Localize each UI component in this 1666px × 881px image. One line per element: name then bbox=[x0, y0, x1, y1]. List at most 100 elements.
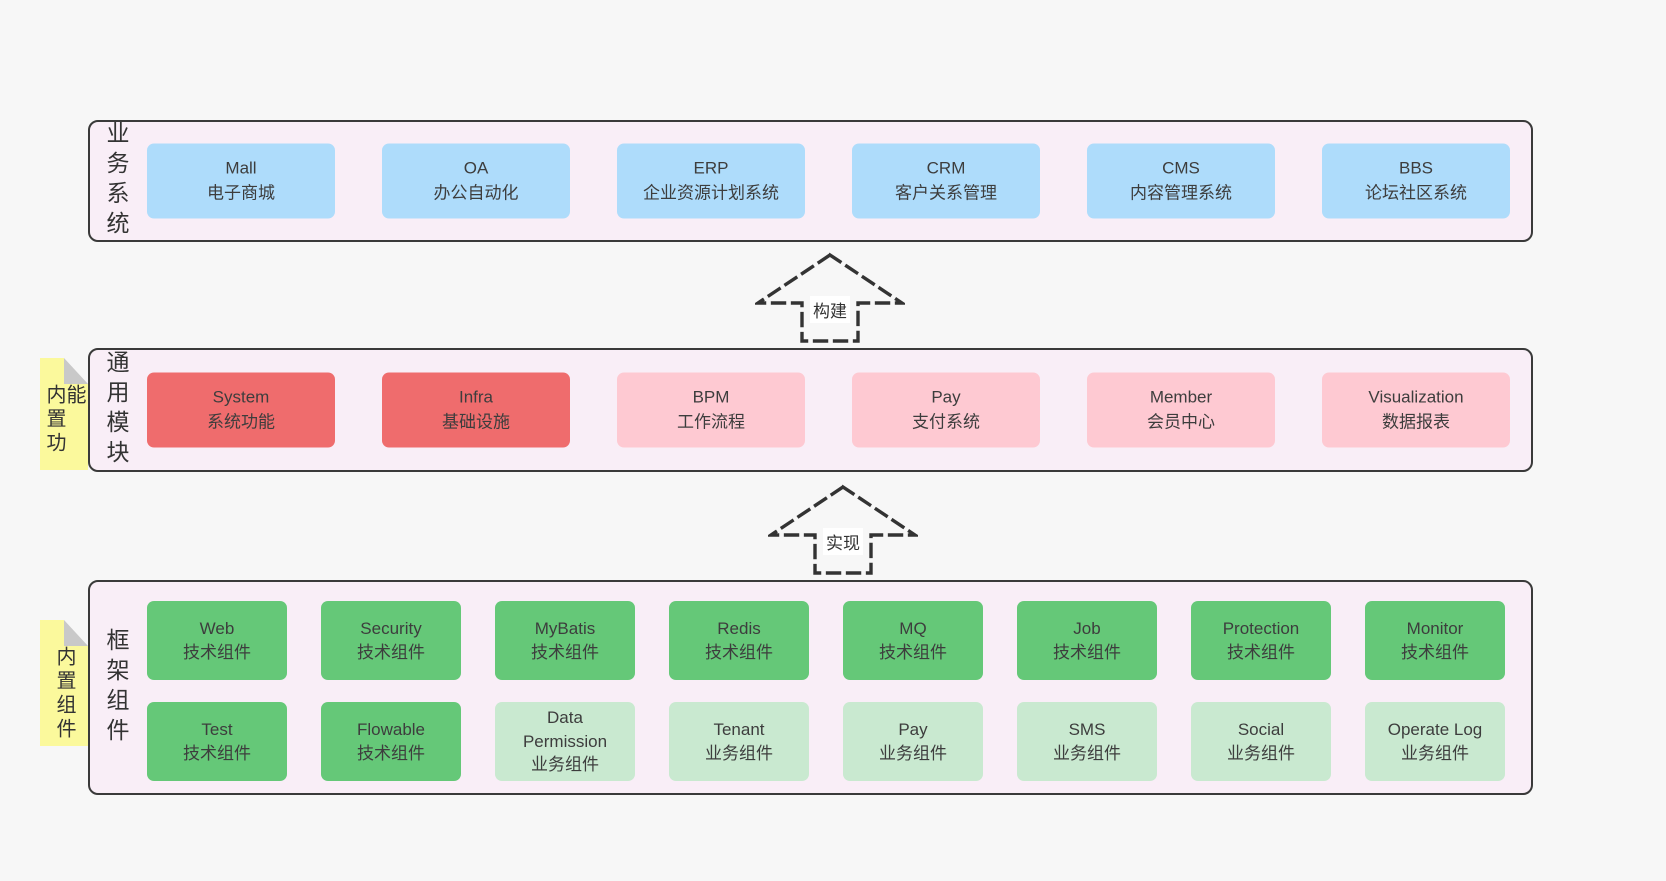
box-title: CRM bbox=[926, 158, 966, 178]
box-subtitle: 业务组件 bbox=[1053, 743, 1121, 763]
box-flowable: Flowable 技术组件 bbox=[321, 702, 461, 781]
box-title: Member bbox=[1149, 387, 1213, 407]
layer-label-components: 框架组件 bbox=[103, 627, 129, 748]
box-social: Social 业务组件 bbox=[1191, 702, 1331, 781]
box-mybatis: MyBatis 技术组件 bbox=[495, 601, 635, 680]
box-title: Social bbox=[1237, 719, 1285, 739]
box-subtitle: 技术组件 bbox=[1227, 642, 1295, 662]
box-title: Test bbox=[201, 719, 233, 739]
box-subtitle: 论坛社区系统 bbox=[1365, 183, 1467, 202]
business-box-row: Mall 电子商城 OA 办公自动化 ERP 企业资源计划系统 CRM 客户关系… bbox=[147, 143, 1510, 219]
box-bpm: BPM 工作流程 bbox=[617, 372, 805, 448]
box-test: Test 技术组件 bbox=[147, 702, 287, 781]
box-subtitle: 内容管理系统 bbox=[1130, 183, 1232, 202]
box-title: ERP bbox=[693, 158, 729, 178]
box-mall: Mall 电子商城 bbox=[147, 143, 335, 219]
box-title: Mall bbox=[225, 158, 257, 178]
box-member: Member 会员中心 bbox=[1087, 372, 1275, 448]
box-sms: SMS 业务组件 bbox=[1017, 702, 1157, 781]
box-protection: Protection 技术组件 bbox=[1191, 601, 1331, 680]
box-cms: CMS 内容管理系统 bbox=[1087, 143, 1275, 219]
sticky-label: 内置功能 bbox=[43, 384, 85, 456]
box-subtitle: 技术组件 bbox=[1053, 642, 1121, 662]
box-subtitle: 技术组件 bbox=[357, 642, 425, 662]
box-subtitle: 业务组件 bbox=[1227, 743, 1295, 763]
box-data-permission: Data Permission 业务组件 bbox=[495, 702, 635, 781]
box-crm: CRM 客户关系管理 bbox=[852, 143, 1040, 219]
box-subtitle: 工作流程 bbox=[677, 412, 745, 431]
box-title: BBS bbox=[1398, 158, 1434, 178]
box-subtitle: 基础设施 bbox=[442, 412, 510, 431]
layer-framework-components: 框架组件 Web 技术组件 Security 技术组件 MyBatis 技术组件… bbox=[88, 580, 1533, 795]
layer-label-modules: 通用模块 bbox=[103, 350, 129, 470]
box-title: Tenant bbox=[713, 719, 765, 739]
box-title: Pay bbox=[898, 719, 928, 739]
box-title: MyBatis bbox=[534, 618, 596, 638]
box-subtitle: 电子商城 bbox=[207, 183, 275, 202]
box-tenant: Tenant 业务组件 bbox=[669, 702, 809, 781]
box-subtitle: 支付系统 bbox=[912, 412, 980, 431]
box-web: Web 技术组件 bbox=[147, 601, 287, 680]
box-subtitle: 技术组件 bbox=[357, 743, 425, 763]
box-subtitle: 业务组件 bbox=[1401, 743, 1469, 763]
box-title: Flowable bbox=[356, 719, 426, 739]
box-infra: Infra 基础设施 bbox=[382, 372, 570, 448]
box-subtitle: 技术组件 bbox=[705, 642, 773, 662]
box-title: CMS bbox=[1162, 158, 1200, 178]
box-title: MQ bbox=[899, 618, 927, 638]
box-oa: OA 办公自动化 bbox=[382, 143, 570, 219]
box-subtitle: 系统功能 bbox=[207, 412, 275, 431]
box-job: Job 技术组件 bbox=[1017, 601, 1157, 680]
layer-common-modules: 通用模块 System 系统功能 Infra 基础设施 BPM 工作流程 Pay… bbox=[88, 348, 1533, 472]
box-title: Operate Log bbox=[1387, 719, 1483, 739]
box-title: Protection bbox=[1222, 618, 1300, 638]
arrow-implement-label: 实现 bbox=[823, 528, 863, 555]
box-title: Pay bbox=[931, 387, 961, 407]
box-system: System 系统功能 bbox=[147, 372, 335, 448]
box-title: Infra bbox=[458, 387, 494, 407]
box-pay-module: Pay 支付系统 bbox=[852, 372, 1040, 448]
box-visualization: Visualization 数据报表 bbox=[1322, 372, 1510, 448]
box-title: Redis bbox=[717, 618, 761, 638]
component-grid: Web 技术组件 Security 技术组件 MyBatis 技术组件 Redi… bbox=[147, 601, 1505, 781]
box-title: Security bbox=[360, 618, 422, 638]
box-monitor: Monitor 技术组件 bbox=[1365, 601, 1505, 680]
box-title: SMS bbox=[1068, 719, 1106, 739]
box-pay-component: Pay 业务组件 bbox=[843, 702, 983, 781]
box-subtitle: 客户关系管理 bbox=[895, 183, 997, 202]
sticky-built-in-features: 内置功能 bbox=[40, 358, 88, 470]
box-operate-log: Operate Log 业务组件 bbox=[1365, 702, 1505, 781]
box-subtitle: 技术组件 bbox=[1401, 642, 1469, 662]
layer-business-systems: 业务系统 Mall 电子商城 OA 办公自动化 ERP 企业资源计划系统 CRM… bbox=[88, 120, 1533, 242]
layer-label-business: 业务系统 bbox=[103, 121, 129, 241]
box-mq: MQ 技术组件 bbox=[843, 601, 983, 680]
box-title: Monitor bbox=[1406, 618, 1464, 638]
box-title: Job bbox=[1073, 618, 1101, 638]
box-subtitle: 业务组件 bbox=[531, 755, 599, 775]
component-row-1: Web 技术组件 Security 技术组件 MyBatis 技术组件 Redi… bbox=[147, 601, 1505, 680]
box-subtitle: 技术组件 bbox=[183, 743, 251, 763]
box-bbs: BBS 论坛社区系统 bbox=[1322, 143, 1510, 219]
box-subtitle: 业务组件 bbox=[879, 743, 947, 763]
box-subtitle: 技术组件 bbox=[183, 642, 251, 662]
box-subtitle: 业务组件 bbox=[705, 743, 773, 763]
module-box-row: System 系统功能 Infra 基础设施 BPM 工作流程 Pay 支付系统… bbox=[147, 372, 1510, 448]
sticky-built-in-components: 内置组件 bbox=[40, 620, 88, 746]
box-title: Data Permission bbox=[522, 707, 608, 751]
box-title: BPM bbox=[692, 387, 730, 407]
component-row-2: Test 技术组件 Flowable 技术组件 Data Permission … bbox=[147, 702, 1505, 781]
box-subtitle: 技术组件 bbox=[879, 642, 947, 662]
box-subtitle: 办公自动化 bbox=[433, 183, 519, 202]
box-title: OA bbox=[463, 158, 489, 178]
box-subtitle: 会员中心 bbox=[1147, 412, 1215, 431]
box-subtitle: 数据报表 bbox=[1382, 412, 1450, 431]
arrow-build: 构建 bbox=[755, 252, 905, 344]
box-erp: ERP 企业资源计划系统 bbox=[617, 143, 805, 219]
box-redis: Redis 技术组件 bbox=[669, 601, 809, 680]
arrow-build-label: 构建 bbox=[810, 296, 850, 323]
arrow-implement: 实现 bbox=[768, 484, 918, 576]
box-title: Visualization bbox=[1368, 387, 1464, 407]
box-title: Web bbox=[199, 618, 235, 638]
box-subtitle: 企业资源计划系统 bbox=[643, 183, 779, 202]
